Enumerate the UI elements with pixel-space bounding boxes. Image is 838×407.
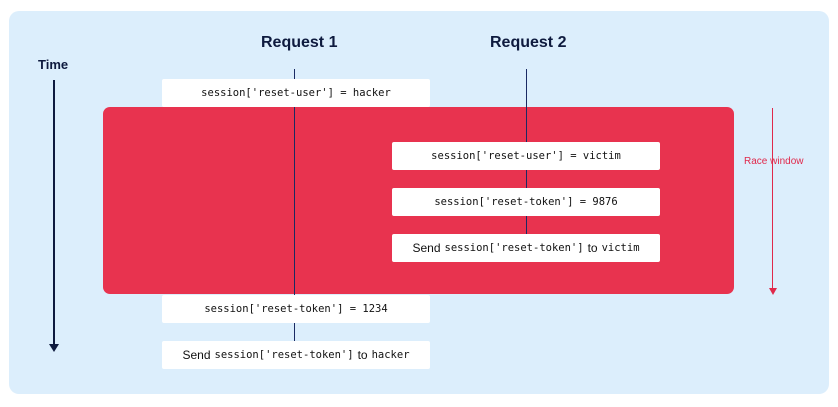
send-target: hacker: [371, 349, 410, 361]
request-1-timeline: [294, 69, 295, 342]
step-r1-send-token: Send session['reset-token'] to hacker: [162, 341, 430, 369]
request-2-heading: Request 2: [490, 34, 567, 51]
race-window-label: Race window: [744, 156, 804, 167]
send-target: victim: [601, 242, 640, 254]
step-r1-set-reset-token: session['reset-token'] = 1234: [162, 295, 430, 323]
time-axis-line: [53, 80, 55, 346]
step-r2-set-reset-user: session['reset-user'] = victim: [392, 142, 660, 170]
send-to: to: [357, 348, 368, 362]
race-arrow-down-icon: [769, 288, 777, 295]
send-verb: Send: [412, 241, 441, 255]
race-window-arrow-line: [772, 108, 773, 290]
time-axis-label: Time: [38, 57, 69, 72]
time-arrow-down-icon: [49, 344, 59, 352]
request-1-heading: Request 1: [261, 34, 338, 51]
step-r2-send-token: Send session['reset-token'] to victim: [392, 234, 660, 262]
step-r1-set-reset-user: session['reset-user'] = hacker: [162, 79, 430, 107]
step-r2-set-reset-token: session['reset-token'] = 9876: [392, 188, 660, 216]
send-to: to: [587, 241, 598, 255]
send-code: session['reset-token']: [444, 242, 584, 254]
send-code: session['reset-token']: [214, 349, 354, 361]
send-verb: Send: [182, 348, 211, 362]
